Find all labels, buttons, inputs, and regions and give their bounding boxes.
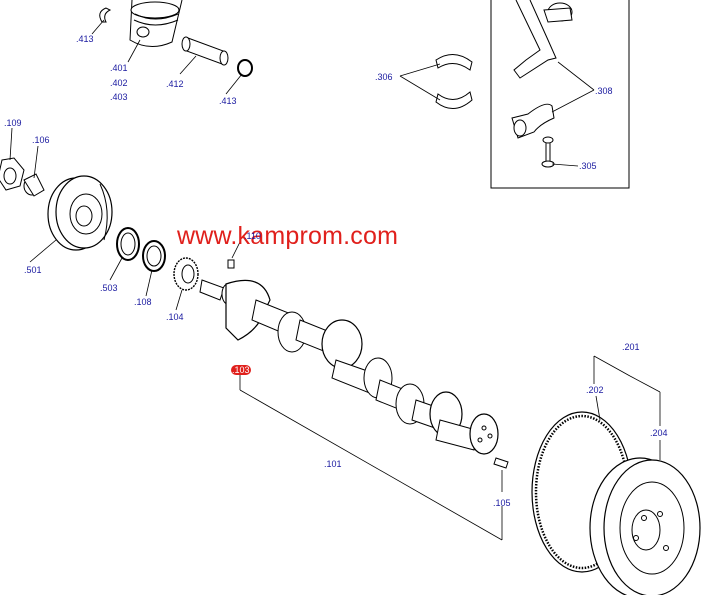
conrod-detail-box <box>490 0 630 189</box>
conrod-bolt <box>541 136 555 168</box>
seal-ring-108 <box>142 240 166 272</box>
leaders-308 <box>551 61 595 167</box>
part-label-110[interactable]: .110 <box>244 231 261 241</box>
part-label-413-top[interactable]: .413 <box>76 34 94 44</box>
part-label-109[interactable]: .109 <box>4 118 22 128</box>
part-label-108[interactable]: .108 <box>134 297 152 307</box>
piston-assembly <box>129 0 183 47</box>
leaders-piston <box>91 19 243 95</box>
piston-pin <box>181 36 229 66</box>
part-label-413-bottom[interactable]: .413 <box>219 96 237 106</box>
key-110 <box>227 259 235 269</box>
part-label-101[interactable]: .101 <box>324 459 342 469</box>
part-label-204[interactable]: .204 <box>650 428 668 438</box>
leaders-flywheel <box>593 355 661 460</box>
conrod-cap <box>511 103 555 139</box>
part-label-106[interactable]: .106 <box>32 135 50 145</box>
pulley-nut <box>0 157 25 191</box>
leaders-306 <box>399 63 441 101</box>
pulley-washer <box>23 173 45 197</box>
crankshaft <box>199 279 499 455</box>
bearing-shell-lower <box>435 91 473 109</box>
part-label-403[interactable]: .403 <box>110 92 128 102</box>
piston-ring-icon <box>99 7 112 23</box>
part-label-402[interactable]: .402 <box>110 78 128 88</box>
seal-ring-503 <box>116 227 140 261</box>
part-label-104[interactable]: .104 <box>166 312 184 322</box>
snap-ring-icon <box>237 59 253 77</box>
part-label-503[interactable]: .503 <box>100 283 118 293</box>
part-label-308[interactable]: .308 <box>595 86 613 96</box>
timing-gear-104 <box>173 257 199 291</box>
part-label-401[interactable]: .401 <box>110 63 128 73</box>
part-label-501[interactable]: .501 <box>24 265 42 275</box>
part-label-103-highlighted[interactable]: .103 <box>231 365 251 375</box>
bearing-shell-upper <box>435 54 473 71</box>
dowel-pin-105 <box>493 457 509 469</box>
connecting-rod <box>513 0 573 79</box>
watermark-text: www.kamprom.com <box>177 222 399 250</box>
flywheel-204 <box>589 457 701 595</box>
part-label-306[interactable]: .306 <box>375 72 393 82</box>
leaders-front <box>9 127 241 311</box>
part-label-305[interactable]: .305 <box>579 161 597 171</box>
part-label-202[interactable]: .202 <box>586 385 604 395</box>
part-label-412[interactable]: .412 <box>166 79 184 89</box>
part-label-105[interactable]: .105 <box>493 498 511 508</box>
crankshaft-pulley <box>47 175 113 251</box>
part-label-201[interactable]: .201 <box>622 342 640 352</box>
